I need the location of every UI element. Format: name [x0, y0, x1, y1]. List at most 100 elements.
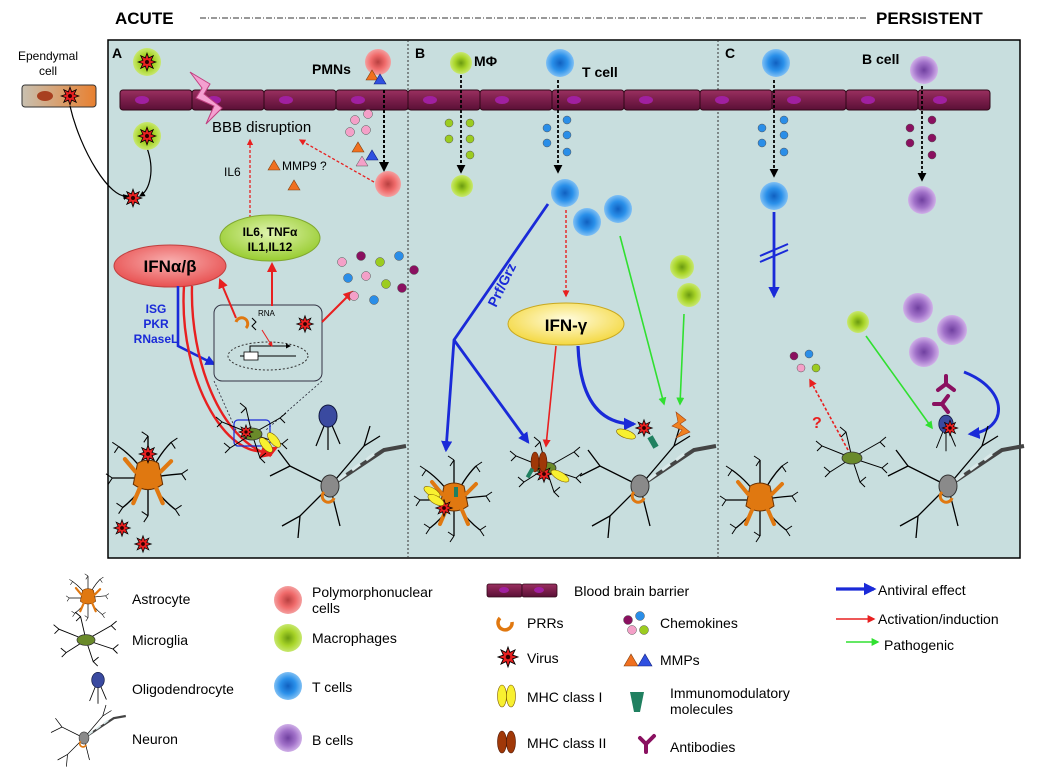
- mhc2-pair: [525, 451, 570, 483]
- lightning-icon: [671, 411, 691, 439]
- pkr-label: PKR: [143, 317, 169, 331]
- legend-mhc2-icon: [497, 730, 516, 754]
- virus-icon: [237, 423, 255, 441]
- legend-mmps: MMPs: [660, 652, 700, 668]
- chemokine-column-mac: [444, 118, 475, 160]
- macrophage-infected-2: [133, 122, 161, 150]
- mhc1-pair: [423, 486, 458, 506]
- legend-microglia-icon: [53, 611, 119, 667]
- bbb-nucleus: [715, 96, 729, 104]
- bbb-nucleus: [861, 96, 875, 104]
- legend-pathogenic: Pathogenic: [884, 637, 954, 653]
- legend-tcell-icon: [274, 672, 302, 700]
- legend-macrophages: Macrophages: [312, 630, 397, 646]
- b-cell: [908, 186, 936, 214]
- legend-bcell-icon: [274, 724, 302, 752]
- t-cell: [551, 179, 579, 207]
- bcell-label-c: B cell: [862, 51, 899, 67]
- zoom-guide: [213, 380, 237, 431]
- t-cell: [760, 182, 788, 210]
- bbb-endothelial-cell: [699, 89, 773, 111]
- ependymal-arrow-2: [138, 147, 152, 197]
- legend-prr-icon: [496, 616, 514, 632]
- bbb-nucleus: [933, 96, 947, 104]
- legend-virus: Virus: [527, 650, 559, 666]
- legend-pmn-line1: Polymorphonuclear: [312, 584, 433, 600]
- bbb-nucleus: [639, 96, 653, 104]
- b-cell: [903, 293, 933, 323]
- mmp9-label: MMP9 ?: [282, 159, 327, 173]
- cytokines-line2: IL1,IL12: [248, 240, 293, 254]
- chemokine-cluster-a: [345, 109, 379, 167]
- legend-mhc1-icon: [497, 684, 516, 708]
- macrophage-infected-top: [133, 48, 161, 76]
- antibody-icon: [932, 394, 950, 414]
- pathogenic-arrow: [865, 335, 933, 430]
- ependymal-label-line2: cell: [39, 64, 57, 78]
- bbb-nucleus: [351, 96, 365, 104]
- legend-macrophage-icon: [274, 624, 302, 652]
- mmp-triangle-icon: [373, 73, 387, 85]
- t-cell: [604, 195, 632, 223]
- bbb-disruption-label: BBB disruption: [212, 119, 311, 136]
- virus-icon: [60, 86, 80, 106]
- chemokine-column-t: [542, 115, 572, 157]
- lightning-icon: [189, 71, 223, 125]
- activation-arrow: [321, 290, 354, 323]
- b-cell: [910, 56, 938, 84]
- mmp-triangle-icon: [365, 69, 379, 81]
- legend-bbb: Blood brain barrier: [574, 583, 690, 599]
- legend-prrs: PRRs: [527, 615, 564, 631]
- macrophage-cell: [677, 283, 701, 307]
- pathogenic-arrow: [619, 235, 667, 406]
- oligodendrocyte-cell: [315, 404, 341, 450]
- tcell-label-b: T cell: [582, 64, 618, 80]
- macrophage-cell: [451, 175, 473, 197]
- unknown-induction-arrow: [809, 378, 849, 451]
- main-panel: [107, 39, 1021, 559]
- legend-antibody-icon: [638, 734, 656, 754]
- astrocyte-cell: [413, 455, 493, 543]
- bbb-nucleus: [279, 96, 293, 104]
- legend-tcells: T cells: [312, 679, 352, 695]
- ifn-antiviral-arrow: [176, 286, 216, 366]
- ifn-g-antiviral-arrow: [576, 345, 637, 431]
- legend-mhc1: MHC class I: [527, 689, 602, 705]
- mhc1-pair: [616, 428, 659, 449]
- legend-chemokine-icon: [623, 611, 649, 635]
- virus-icon: [112, 518, 132, 538]
- legend-immuno-icon: [630, 692, 644, 712]
- bbb-nucleus: [787, 96, 801, 104]
- virus-icon: [133, 534, 153, 554]
- legend-mmp-icon: [623, 653, 653, 667]
- legend-neuron-icon: [50, 704, 126, 767]
- pathogenic-arrow: [676, 313, 685, 406]
- virus-icon: [941, 419, 959, 437]
- prf-grz-arrow-2: [452, 339, 530, 444]
- il6-label: IL6: [224, 165, 241, 179]
- astrocyte-infected: [105, 431, 189, 523]
- bbb-endothelial-cell: [623, 89, 701, 111]
- bbb-nucleus: [423, 96, 437, 104]
- legend-virus-icon: [496, 645, 520, 669]
- legend-mhc2: MHC class II: [527, 735, 606, 751]
- ifn-feedback-arrow: [190, 285, 273, 458]
- block-mark: [759, 249, 789, 263]
- activation-arrow: [218, 278, 237, 319]
- ifn-g-activation-arrow: [542, 345, 557, 448]
- chemokine-small-c: [789, 349, 821, 373]
- bbb-endothelial-cell: [845, 89, 919, 111]
- cytokines-bubble: [219, 214, 321, 262]
- chemokine-column-b: [905, 115, 937, 160]
- chemokine-column-tc: [757, 115, 789, 157]
- ifn-alpha-beta-label: IFNα/β: [144, 257, 197, 276]
- macrophage-cell: [847, 311, 869, 333]
- ependymal-label: Ependymal: [18, 49, 78, 63]
- legend-immuno-line2: molecules: [670, 701, 733, 717]
- panel-b-letter: B: [415, 45, 425, 61]
- t-cell: [546, 49, 574, 77]
- virus-icon: [634, 418, 654, 438]
- ifn-gamma-bubble: [507, 302, 625, 346]
- bbb-endothelial-cell: [407, 89, 481, 111]
- macrophage-label-b: MΦ: [474, 53, 498, 69]
